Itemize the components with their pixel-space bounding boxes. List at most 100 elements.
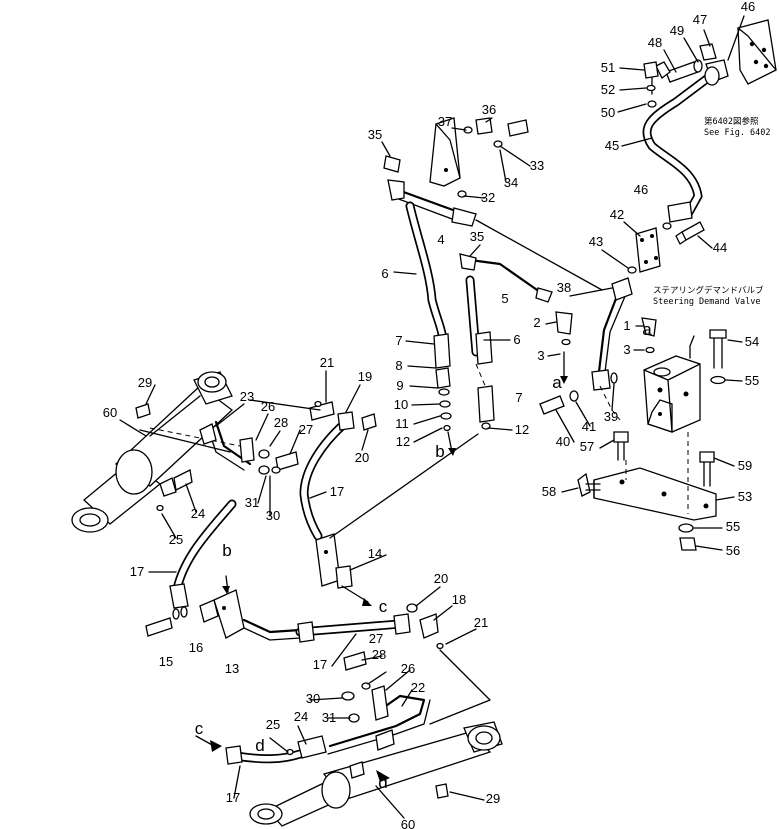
tube-4 [383,155,603,291]
callout-12: 12 [515,422,529,437]
callout-24: 24 [294,709,308,724]
marker-d: d [378,773,387,792]
callout-6: 6 [381,266,388,281]
callout-55: 55 [726,519,740,534]
callout-46: 46 [634,182,648,197]
callout-53: 53 [738,489,752,504]
callout-27: 27 [369,631,383,646]
reference-notes: 第6402図参照 See Fig. 6402 ステアリングデマンドバルブ Ste… [653,116,771,307]
callout-60: 60 [103,405,117,420]
callout-48: 48 [648,35,662,50]
callout-19: 19 [358,369,372,384]
hose-6-right-and-tube-5 [459,253,553,430]
dashed-links-a [560,351,621,421]
callout-3: 3 [537,348,544,363]
callout-28: 28 [274,415,288,430]
callout-25: 25 [266,717,280,732]
fig-ref-jp: 第6402図参照 [704,116,759,127]
nut-36-bolt-33-washer-34 [463,117,529,148]
bracket-37-32 [429,117,467,198]
bolts-57-58-59 [577,431,715,497]
callout-17: 17 [130,564,144,579]
tube-22-lower [327,694,431,755]
callout-36: 36 [482,102,496,117]
callout-28: 28 [372,647,386,662]
bolt-40-washer-41 [539,390,579,415]
callout-22: 22 [411,680,425,695]
callout-38: 38 [557,280,571,295]
callout-9: 9 [396,378,403,393]
callout-10: 10 [394,397,408,412]
callout-7: 7 [395,333,402,348]
callout-52: 52 [601,82,615,97]
bolt-15-washer-16 [145,606,188,637]
callout-21: 21 [474,615,488,630]
hose-17-left [169,499,237,609]
bolt-51-washer-52-50 [643,61,659,108]
marker-a: a [552,373,562,392]
hose-17-center [299,411,355,541]
callout-51: 51 [601,60,615,75]
callout-7: 7 [515,390,522,405]
valve-label-en: Steering Demand Valve [653,297,760,307]
callout-44: 44 [713,240,727,255]
bolt-48-washer-49-47 [655,43,717,83]
callout-26: 26 [261,399,275,414]
callout-17: 17 [330,484,344,499]
marker-b: b [222,541,231,560]
valve-label-jp: ステアリングデマンドバルブ [653,285,764,296]
callout-26: 26 [401,661,415,676]
fitting-24-oring-25 [156,469,193,512]
callout-8: 8 [395,358,402,373]
callout-27: 27 [299,422,313,437]
connection-letters: a a b b c c d d [195,320,653,792]
marker-a: a [642,320,652,339]
callout-55: 55 [745,373,759,388]
callout-56: 56 [726,543,740,558]
steering-cylinder-left [71,371,251,533]
callout-labels: 1 2 3 3 4 5 6 6 7 7 8 9 10 11 12 12 13 1… [103,0,759,829]
steering-demand-valve [643,335,701,433]
callout-11: 11 [395,416,409,431]
callout-17: 17 [226,790,240,805]
callout-5: 5 [501,291,508,306]
callout-60: 60 [401,817,415,829]
callout-42: 42 [610,207,624,222]
callout-25: 25 [169,532,183,547]
flange-42-bolt-44 [627,221,705,274]
callout-12: 12 [396,434,410,449]
callout-43: 43 [589,234,603,249]
mount-plate-53 [593,432,717,521]
elbow-19-union-20-oring-21 [249,399,377,431]
bolt-54-washer-55-nut-56 [678,329,727,551]
callout-32: 32 [481,190,495,205]
callout-16: 16 [189,640,203,655]
marker-d: d [255,736,264,755]
callout-40: 40 [556,434,570,449]
callout-29: 29 [138,375,152,390]
callout-4: 4 [437,232,444,247]
callout-20: 20 [355,450,369,465]
callout-45: 45 [605,138,619,153]
callout-30: 30 [306,691,320,706]
tube-38 [591,277,633,391]
callout-17: 17 [313,657,327,672]
hose-17-horizontal [295,613,411,643]
callout-41: 41 [582,419,596,434]
callout-18: 18 [452,592,466,607]
callout-49: 49 [670,23,684,38]
callout-54: 54 [745,334,759,349]
callout-34: 34 [504,175,518,190]
callout-30: 30 [266,508,280,523]
callout-47: 47 [693,12,707,27]
callout-20: 20 [434,571,448,586]
callout-3: 3 [623,342,630,357]
steering-cylinder-right [249,721,503,827]
callout-35: 35 [470,229,484,244]
callout-50: 50 [601,105,615,120]
callout-15: 15 [159,654,173,669]
tube-23-elbow-26-union-28-27 [199,420,299,475]
elbow-1-elbow-2 [555,311,657,354]
callout-46: 46 [741,0,755,14]
